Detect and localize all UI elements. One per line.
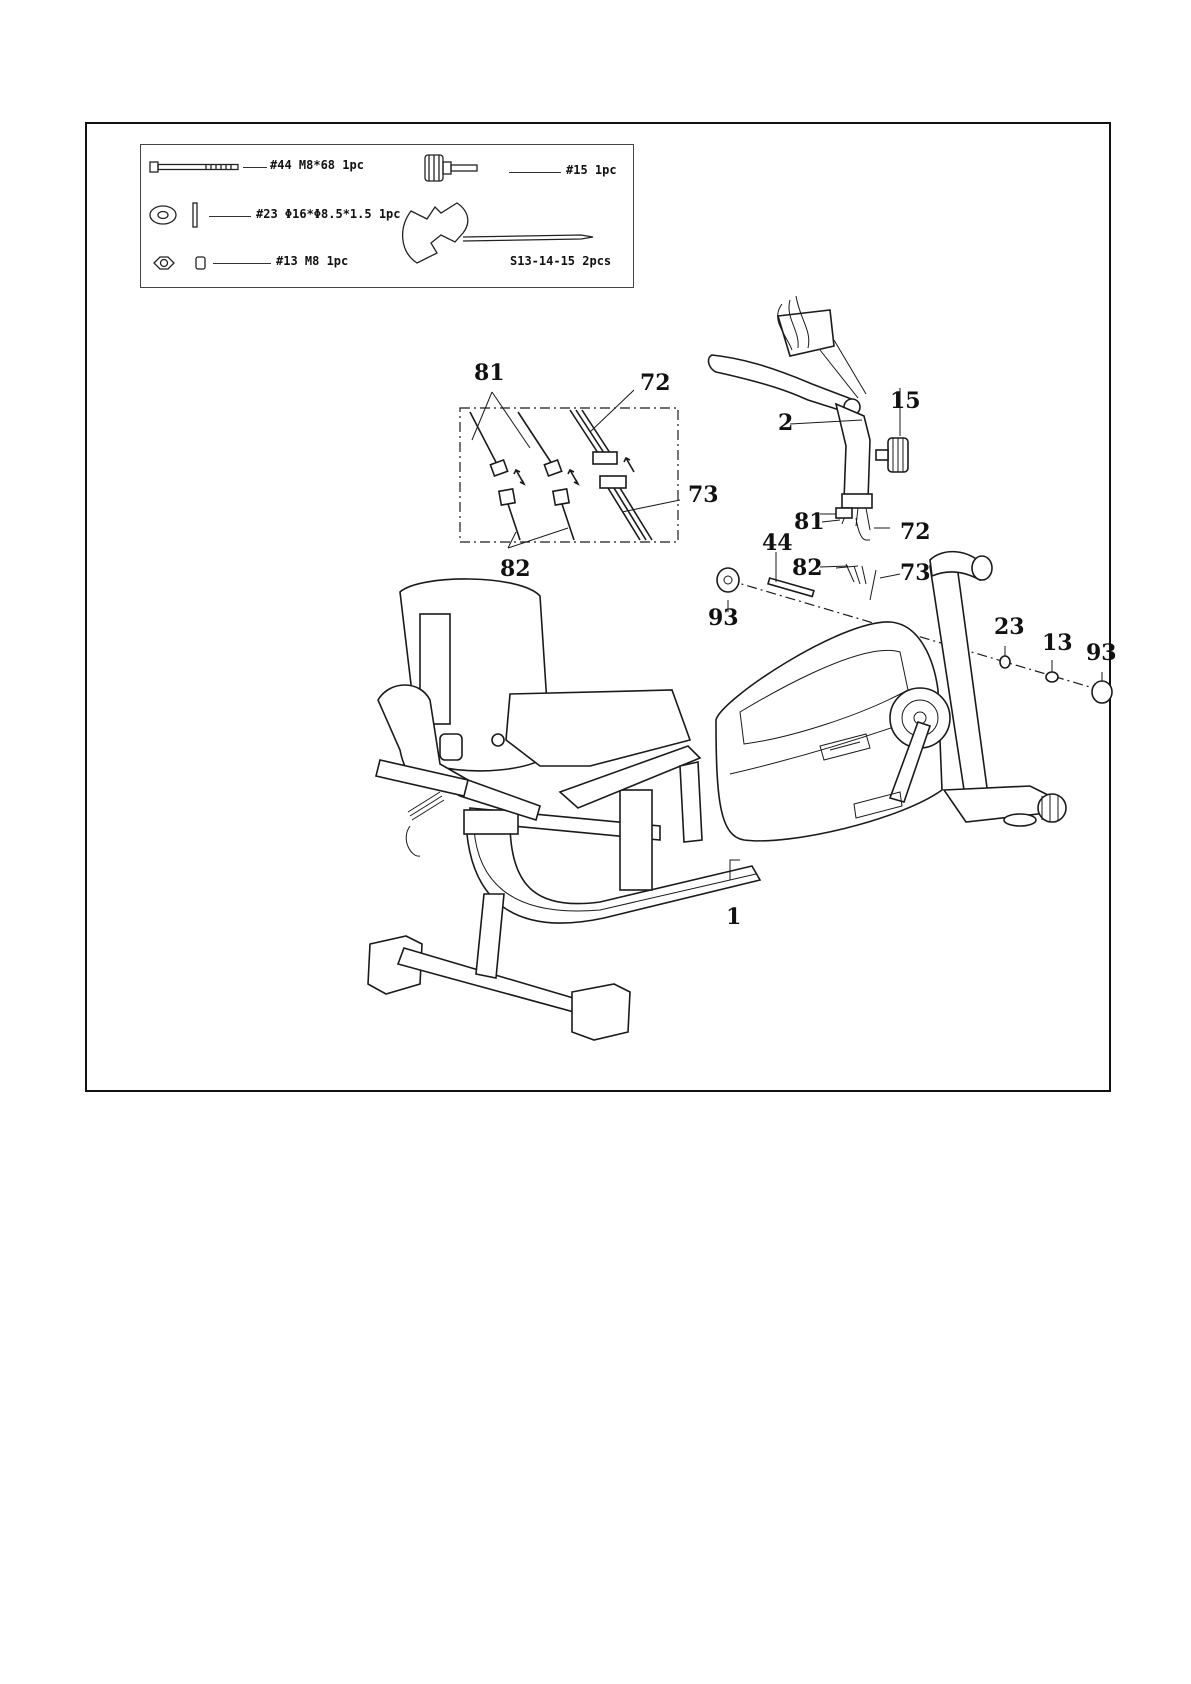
callout-44: 44 bbox=[762, 530, 793, 556]
callout-1: 1 bbox=[726, 904, 741, 930]
callout-13: 13 bbox=[1042, 630, 1073, 656]
connector-inset bbox=[460, 390, 680, 548]
callout-15: 15 bbox=[890, 388, 921, 414]
callout-72: 72 bbox=[900, 519, 931, 545]
callout-73: 73 bbox=[900, 560, 931, 586]
callout-93-left: 93 bbox=[708, 605, 739, 631]
callout-23: 23 bbox=[994, 614, 1025, 640]
callout-82-inset: 82 bbox=[500, 556, 531, 582]
callout-73-inset: 73 bbox=[688, 482, 719, 508]
callout-93-right: 93 bbox=[1086, 640, 1117, 666]
callout-2: 2 bbox=[778, 410, 793, 436]
callout-81-inset: 81 bbox=[474, 360, 505, 386]
callout-82: 82 bbox=[792, 555, 823, 581]
frame-wires bbox=[820, 508, 876, 600]
callout-72-inset: 72 bbox=[640, 370, 671, 396]
callout-81: 81 bbox=[794, 509, 825, 535]
callouts: 81 72 73 82 2 15 81 72 44 82 73 93 23 13… bbox=[474, 360, 1117, 930]
